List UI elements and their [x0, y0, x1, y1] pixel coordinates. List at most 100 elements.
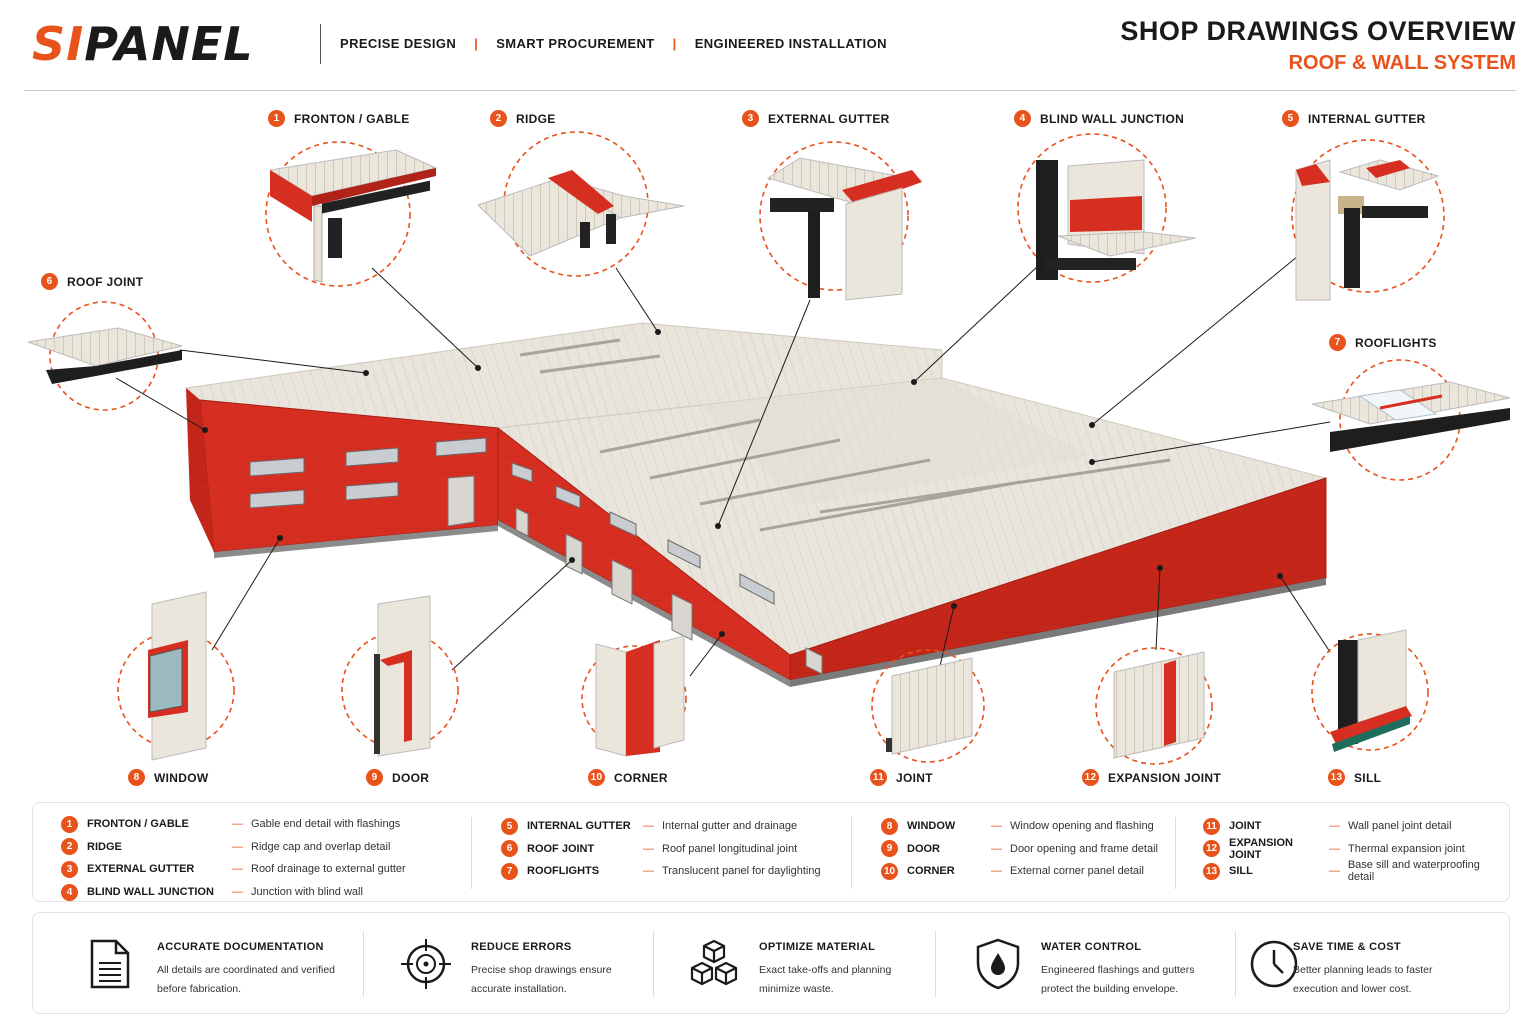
callout-blind-wall-junction: 4 BLIND WALL JUNCTION: [1014, 110, 1184, 127]
detail-roof-joint: [27, 327, 183, 384]
benefit-title: ACCURATE DOCUMENTATION: [157, 941, 324, 953]
legend-number: 3: [61, 860, 78, 878]
header-rule: [24, 90, 1516, 91]
callout-label: SILL: [1354, 770, 1382, 785]
callout-label: EXTERNAL GUTTER: [768, 111, 890, 126]
callout-number: 8: [128, 769, 145, 786]
main-roof-ridge-shade: [700, 378, 1090, 505]
callout-number: 6: [41, 273, 58, 290]
callout-number: 12: [1082, 769, 1099, 786]
benefit-documentation: ACCURATE DOCUMENTATION All details are c…: [33, 913, 363, 1013]
legend-name: ROOFLIGHTS: [527, 865, 600, 878]
page-subtitle: ROOF & WALL SYSTEM: [1288, 52, 1516, 74]
callout-label: WINDOW: [154, 770, 209, 785]
callout-window: 8 WINDOW: [128, 769, 208, 786]
legend-number: 10: [881, 862, 898, 880]
callout-number: 10: [588, 769, 605, 786]
detail-corner: [595, 635, 685, 757]
legend-desc: Roof drainage to external gutter: [251, 863, 406, 876]
legend-number: 8: [881, 817, 898, 835]
rooflight-strips: [519, 338, 1171, 532]
callout-label: RIDGE: [516, 111, 556, 126]
legend-desc: Thermal expansion joint: [1348, 842, 1465, 855]
legend-name: SILL: [1229, 865, 1253, 878]
legend-desc: Wall panel joint detail: [1348, 820, 1452, 833]
callout-roof-joint: 6 ROOF JOINT: [41, 273, 143, 290]
logo-part-panel: PANEL: [84, 17, 254, 71]
callout-external-gutter: 3 EXTERNAL GUTTER: [742, 110, 890, 127]
detail-window: [148, 591, 207, 761]
callout-label: JOINT: [896, 770, 933, 785]
legend-desc: Base sill and waterproofing detail: [1347, 859, 1480, 884]
legend-number: 7: [501, 862, 518, 880]
legend-desc: Roof panel longitudinal joint: [662, 842, 798, 855]
legend-name: WINDOW: [907, 820, 956, 833]
clock-icon: [1250, 940, 1298, 988]
detail-ridge: [477, 170, 685, 257]
benefit-save-time-cost: SAVE TIME & COST Better planning leads t…: [1235, 913, 1509, 1013]
legend-desc: Door opening and frame detail: [1010, 842, 1158, 855]
legend-name: EXPANSION JOINT: [1229, 836, 1293, 861]
tagline: PRECISE DESIGN | SMART PROCUREMENT | ENG…: [340, 36, 887, 51]
detail-rooflights: [1311, 381, 1511, 452]
benefit-divider: [363, 931, 364, 997]
benefits-panel: ACCURATE DOCUMENTATION All details are c…: [32, 912, 1510, 1014]
logo-part-si: SI: [32, 17, 85, 71]
callout-label: CORNER: [614, 770, 668, 785]
legend-number: 12: [1203, 840, 1220, 858]
detail-internal-gutter: [1295, 159, 1440, 301]
back-wing-side-wall: [186, 388, 214, 552]
cubes-icon: [690, 939, 738, 986]
tagline-item: ENGINEERED INSTALLATION: [694, 36, 887, 51]
main-base-right: [790, 578, 1326, 687]
benefit-optimize-material: OPTIMIZE MATERIAL Exact take-offs and pl…: [653, 913, 935, 1013]
legend-name: JOINT: [1229, 820, 1262, 833]
page-title: SHOP DRAWINGS OVERVIEW: [1120, 16, 1516, 46]
detail-fronton-gable: [268, 149, 438, 283]
legend-divider: [471, 817, 472, 889]
legend-desc: Translucent panel for daylighting: [662, 865, 821, 878]
legend-name: RIDGE: [87, 840, 122, 853]
legend-divider: [1175, 817, 1176, 889]
legend-name: CORNER: [907, 865, 955, 878]
benefit-divider: [1235, 931, 1236, 997]
legend-number: 11: [1203, 817, 1220, 835]
callout-label: EXPANSION JOINT: [1108, 770, 1221, 785]
detail-expansion-joint: [1113, 651, 1205, 759]
callout-label: ROOF JOINT: [67, 274, 144, 289]
benefit-water-control: WATER CONTROL Engineered flashings and g…: [935, 913, 1235, 1013]
legend-divider: [851, 817, 852, 889]
shield-drop-icon: [976, 938, 1020, 990]
benefit-desc: Better planning leads to faster executio…: [1293, 964, 1433, 995]
callout-number: 3: [742, 110, 759, 127]
legend-number: 9: [881, 840, 898, 858]
legend-name: DOOR: [907, 842, 940, 855]
callout-corner: 10 CORNER: [588, 769, 668, 786]
legend-desc: Internal gutter and drainage: [662, 820, 798, 833]
callout-label: BLIND WALL JUNCTION: [1040, 111, 1185, 126]
detail-external-gutter: [766, 157, 922, 301]
callout-number: 4: [1014, 110, 1031, 127]
benefit-title: REDUCE ERRORS: [471, 941, 572, 953]
legend-number: 2: [61, 838, 78, 856]
legend-desc: Window opening and flashing: [1010, 820, 1154, 833]
detail-sill: [1330, 629, 1412, 752]
header-divider: [320, 24, 321, 64]
detail-joint: [886, 657, 973, 755]
tagline-separator: |: [672, 36, 677, 51]
